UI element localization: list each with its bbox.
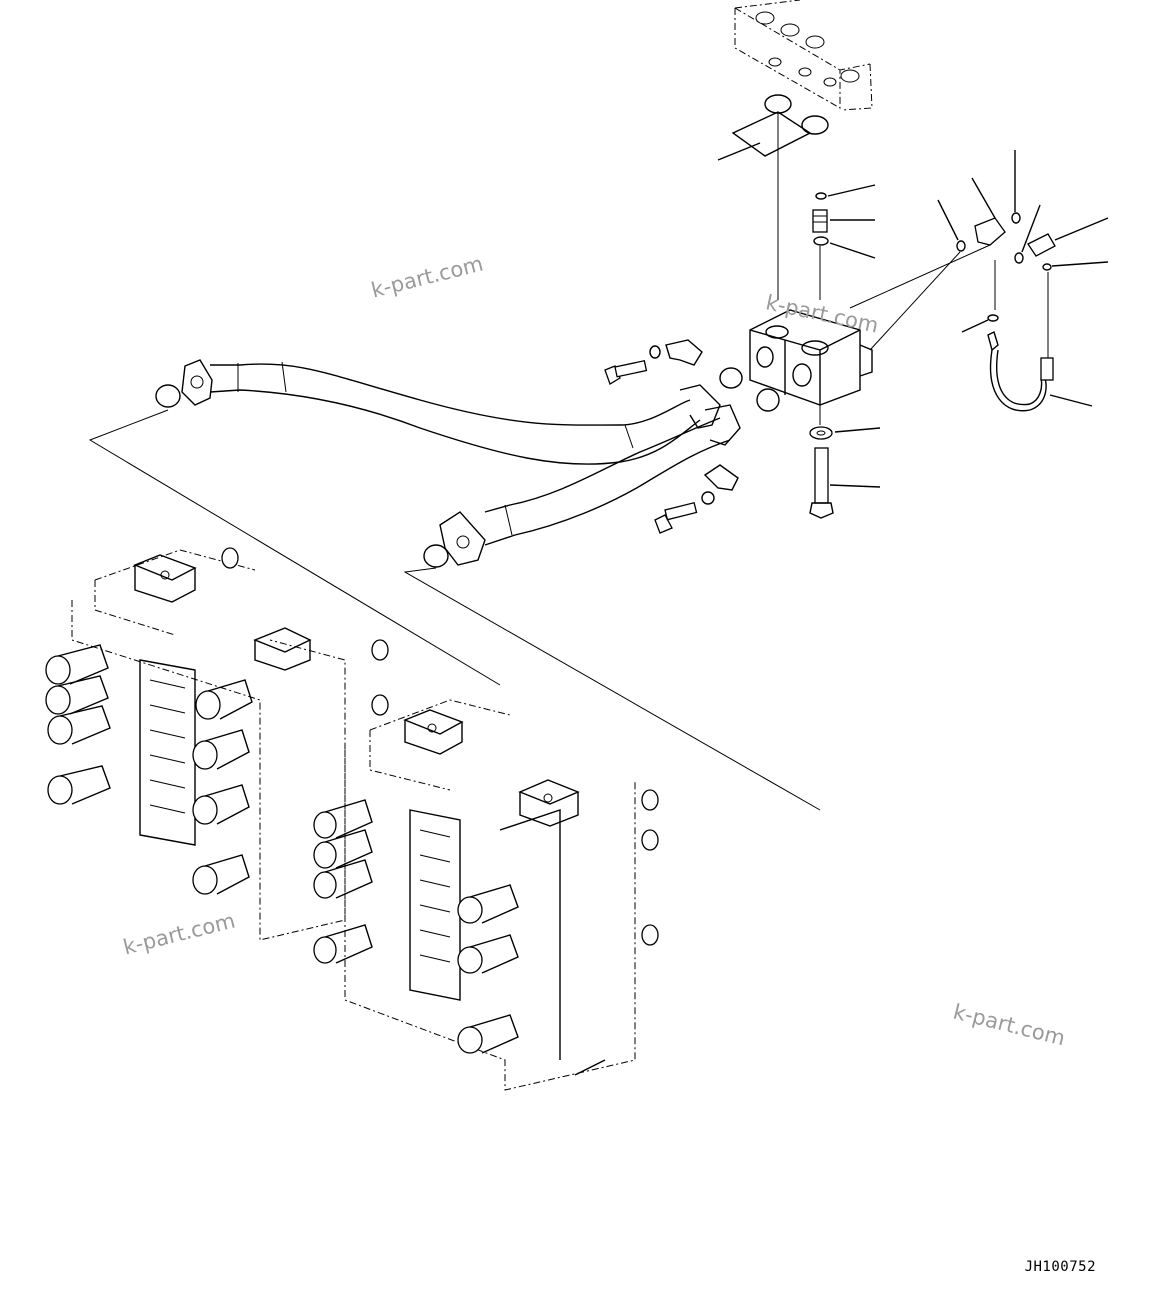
left-control-valve [45,547,389,941]
hose-o-rings [155,367,780,568]
vertical-bolt [809,426,881,519]
reference-lines [88,409,821,811]
upper-hose [181,359,721,465]
clamp-hardware-upper [604,339,703,385]
clamp-hardware-lower [654,464,739,534]
drawing-code: JH100752 [1024,1259,1096,1275]
right-control-valve [313,699,659,1091]
lower-hose [439,404,741,566]
upper-manifold-block [734,0,873,111]
fitting-stack [812,184,876,300]
o-ring-pair [717,94,829,300]
connector-block [749,309,873,425]
tee-fitting-assembly [849,150,1109,412]
